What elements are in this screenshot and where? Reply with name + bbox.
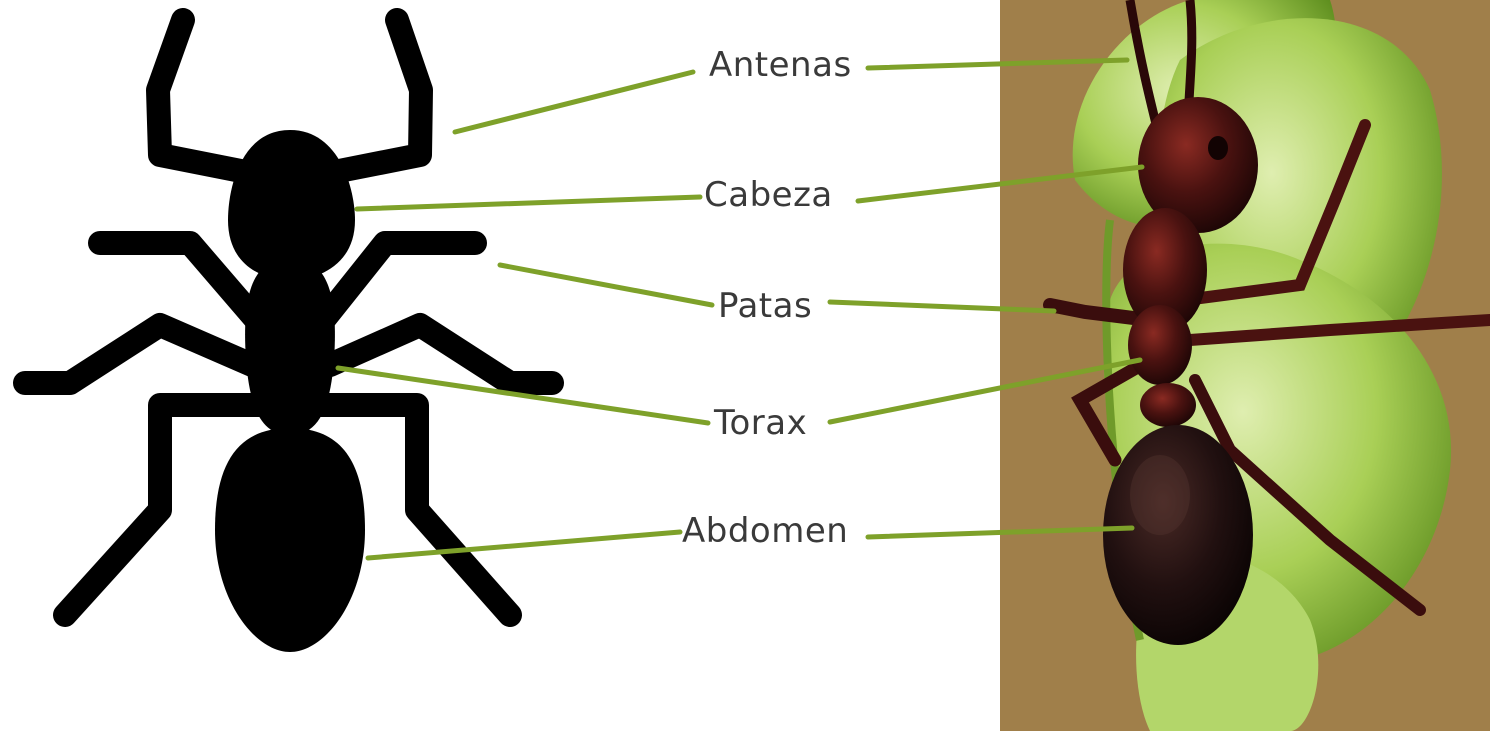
ant-silhouette-body [215,130,365,652]
leader-line-legs-left [500,265,712,305]
label-head: Cabeza [704,178,833,212]
ant-photo [1000,0,1490,731]
leader-line-head-left [357,197,700,209]
label-legs: Patas [718,289,812,323]
label-antennae: Antenas [709,48,852,82]
label-thorax: Torax [714,406,807,440]
leader-line-antennae-left [455,72,693,132]
label-abdomen: Abdomen [682,514,848,548]
leader-line-abdomen-left [368,532,680,558]
